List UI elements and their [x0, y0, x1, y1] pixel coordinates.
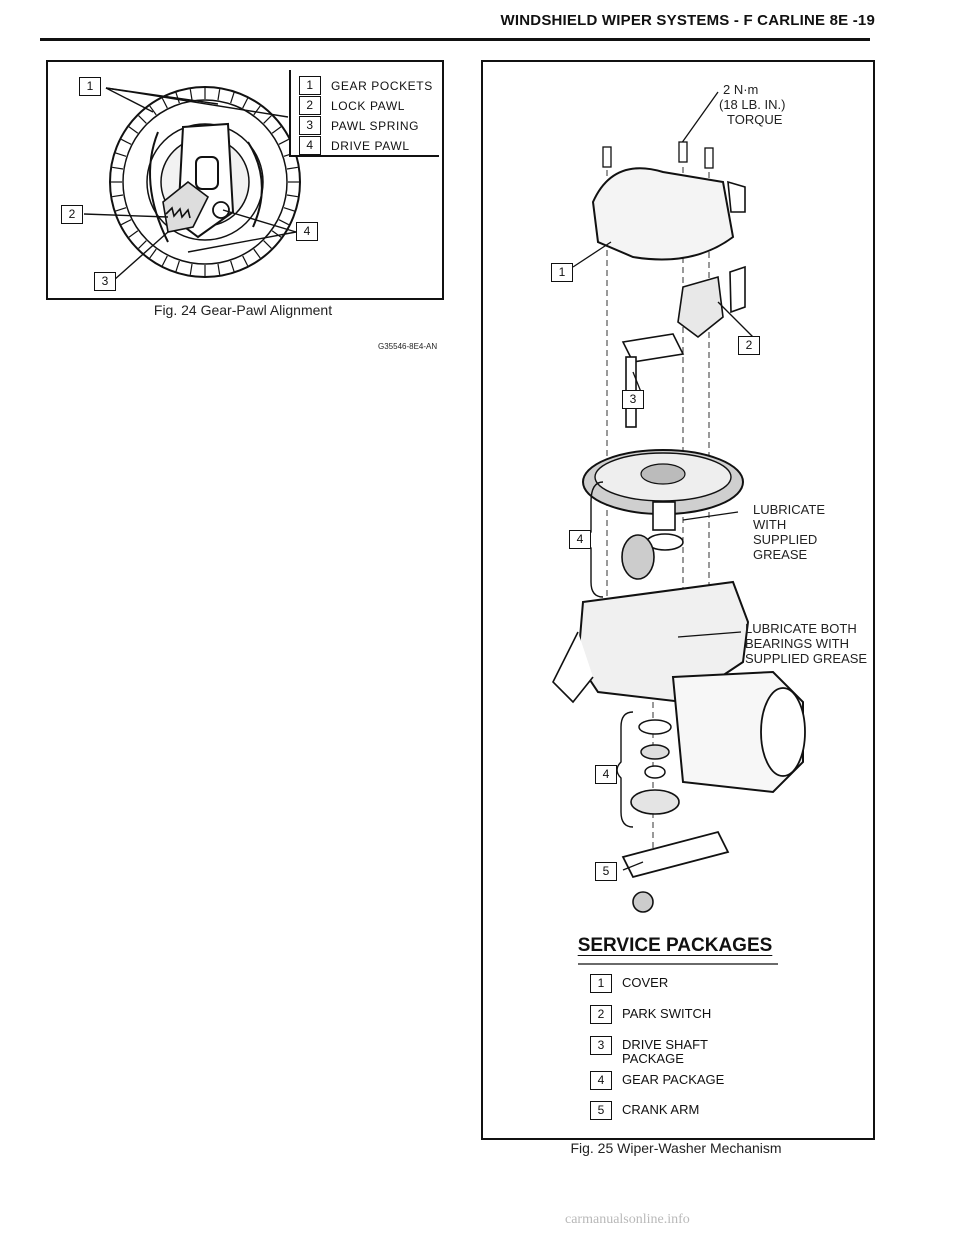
wiper-mechanism-exploded-illustration	[552, 91, 806, 965]
figure-24-caption: Fig. 24 Gear-Pawl Alignment	[153, 302, 333, 318]
gear-tooth	[278, 138, 290, 145]
part-code: G35546-8E4-AN	[378, 342, 438, 351]
service-item-label: GEAR PACKAGE	[622, 1072, 725, 1087]
callout-4: 4	[296, 222, 318, 241]
gear-pawl-illustration	[83, 86, 301, 281]
torque-line-1: 2 N·m	[723, 82, 759, 97]
callout-5-crank-arm: 5	[595, 862, 617, 881]
callout-4-gear-upper: 4	[569, 530, 591, 549]
gear-tooth	[149, 248, 157, 259]
service-item-num: 4	[590, 1071, 612, 1090]
figure-25-caption: Fig. 25 Wiper-Washer Mechanism	[570, 1140, 782, 1156]
legend-row: 1 GEAR POCKETS	[299, 76, 433, 95]
gear-tooth	[271, 126, 282, 134]
gear-tooth	[217, 89, 221, 101]
gear-tooth	[242, 97, 249, 109]
service-item-label: DRIVE SHAFT PACKAGE	[622, 1037, 708, 1066]
torque-line-2: (18 LB. IN.)	[719, 97, 786, 112]
legend-label: DRIVE PAWL	[330, 138, 410, 153]
gear-tooth	[115, 152, 127, 157]
figure-25-wiper-washer-mechanism: 2 N·m (18 LB. IN.) TORQUE 1 2 3 4 4 5 LU…	[481, 60, 875, 1140]
figure-24-legend: 1 GEAR POCKETS 2 LOCK PAWL 3 PAWL SPRING…	[289, 70, 439, 157]
gear-tooth	[128, 230, 139, 238]
lubricate-note-1-line: GREASE	[753, 547, 808, 562]
service-item-num: 3	[590, 1036, 612, 1055]
service-item-num: 1	[590, 974, 612, 993]
callout-4-gear-lower: 4	[595, 765, 617, 784]
gear-tooth	[161, 97, 168, 109]
gear-tooth	[286, 166, 298, 170]
gear-tooth	[120, 138, 132, 145]
gear-tooth	[161, 255, 168, 267]
service-item-label: PARK SWITCH	[622, 1006, 712, 1021]
lubricate-note-2: LUBRICATE BOTH BEARINGS WITH SUPPLIED GR…	[745, 621, 867, 666]
legend-row: 4 DRIVE PAWL	[299, 136, 410, 155]
gear-tooth	[217, 263, 221, 275]
callout-3: 3	[94, 272, 116, 291]
gear-tooth	[253, 105, 261, 116]
lubricate-note-1: LUBRICATE WITH SUPPLIED GREASE	[753, 502, 825, 562]
callout-2: 2	[61, 205, 83, 224]
gear-tooth	[278, 219, 290, 226]
legend-row: 3 PAWL SPRING	[299, 116, 420, 135]
gear-tooth	[189, 89, 193, 101]
legend-num: 1	[299, 76, 321, 95]
gear-tooth	[230, 260, 235, 272]
lubricate-note-2-line: BEARINGS WITH	[745, 636, 850, 651]
torque-line-3: TORQUE	[727, 112, 783, 127]
service-packages-title: SERVICE PACKAGES	[577, 935, 773, 956]
callout-3-drive-shaft: 3	[622, 390, 644, 409]
gear-tooth	[253, 248, 261, 259]
header-rule	[40, 38, 870, 41]
gear-tooth	[138, 115, 147, 124]
lubricate-note-1-line: WITH	[753, 517, 787, 532]
legend-label: LOCK PAWL	[330, 98, 406, 113]
callout-1: 1	[79, 77, 101, 96]
gear-tooth	[242, 255, 249, 267]
gear-tooth	[263, 240, 272, 249]
watermark-text: carmanualsonline.info	[565, 1212, 690, 1227]
service-item-label: COVER	[622, 975, 669, 990]
gear-tooth	[271, 230, 282, 238]
lubricate-note-1-line: SUPPLIED	[753, 532, 818, 547]
gear-tooth	[149, 105, 157, 116]
gear-tooth	[286, 194, 298, 198]
callout-2-park-switch: 2	[738, 336, 760, 355]
gear-tooth	[175, 260, 180, 272]
gear-tooth	[283, 207, 295, 212]
lubricate-note-2-line: LUBRICATE BOTH	[745, 621, 857, 636]
gear-tooth	[189, 263, 193, 275]
lubricate-note-2-line: SUPPLIED GREASE	[745, 651, 868, 666]
service-item-label: CRANK ARM	[622, 1102, 700, 1117]
page-header-title: WINDSHIELD WIPER SYSTEMS - F CARLINE 8E …	[500, 12, 875, 29]
legend-label: PAWL SPRING	[330, 118, 420, 133]
legend-num: 2	[299, 96, 321, 115]
legend-num: 4	[299, 136, 321, 155]
gear-tooth	[138, 240, 147, 249]
service-item-num: 2	[590, 1005, 612, 1024]
gear-tooth	[128, 126, 139, 134]
service-item-num: 5	[590, 1101, 612, 1120]
gear-tooth	[263, 115, 272, 124]
gear-tooth	[120, 219, 132, 226]
legend-label: GEAR POCKETS	[330, 78, 433, 93]
legend-row: 2 LOCK PAWL	[299, 96, 406, 115]
gear-tooth	[112, 166, 124, 170]
legend-num: 3	[299, 116, 321, 135]
gear-tooth	[112, 194, 124, 198]
callout-1-cover: 1	[551, 263, 573, 282]
lubricate-note-1-line: LUBRICATE	[753, 502, 825, 517]
gear-tooth	[230, 92, 235, 104]
gear-tooth	[115, 207, 127, 212]
